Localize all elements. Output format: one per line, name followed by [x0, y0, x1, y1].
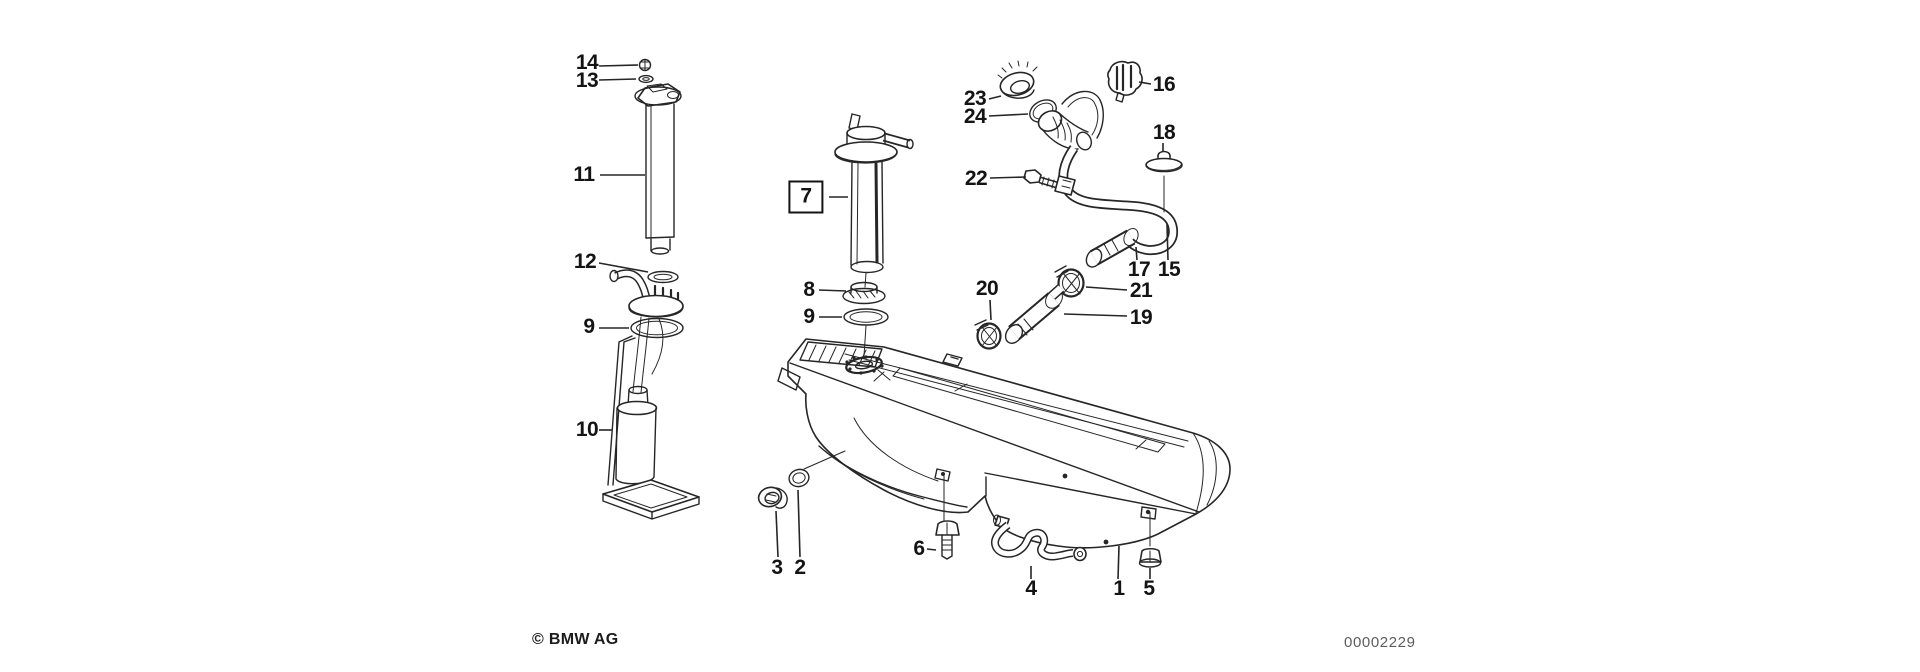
part-callout-13: 13	[575, 69, 599, 92]
part-8-seal	[842, 281, 886, 305]
part-callout-21: 21	[1129, 279, 1153, 302]
part-callout-11: 11	[573, 163, 595, 186]
part-12-seal-ring	[647, 270, 679, 284]
part-callout-4: 4	[1025, 577, 1037, 600]
part-7-fuel-sender	[834, 113, 914, 288]
part-callout-1: 1	[1113, 577, 1125, 600]
part-14-nut	[638, 58, 652, 72]
part-22-bolt-and-clip	[1023, 169, 1076, 196]
part-callout-14: 14	[575, 51, 599, 74]
part-callout-6: 6	[913, 537, 925, 560]
part-17-hose	[1085, 227, 1139, 268]
part-callout-3: 3	[771, 556, 783, 579]
part-callout-9: 9	[803, 305, 815, 328]
doc-number: 00002229	[1344, 634, 1416, 651]
part-21-hose-clamp	[1054, 265, 1085, 298]
part-callout-12: 12	[573, 250, 597, 273]
part-20-hose-clamp	[974, 319, 1002, 350]
part-6-bolt	[935, 520, 960, 560]
part-2-seal-ring	[788, 468, 810, 488]
part-callout-22: 22	[964, 167, 988, 190]
part-callout-5: 5	[1143, 577, 1155, 600]
part-callout-24: 24	[963, 105, 987, 128]
part-callout-17: 17	[1127, 258, 1151, 281]
part-callout-16: 16	[1152, 73, 1176, 96]
part-13-washer	[638, 74, 654, 84]
part-10-fuel-pump	[602, 335, 700, 520]
part-19-hose	[1004, 284, 1065, 344]
part-callout-9: 9	[583, 315, 595, 338]
part-3-drain-plug	[757, 486, 788, 509]
part-23-filler-cap	[997, 60, 1038, 99]
copyright-text: © BMW AG	[532, 631, 619, 648]
part-5-nut	[1138, 547, 1162, 568]
part-callout-23: 23	[963, 87, 987, 110]
part-callout-18: 18	[1152, 121, 1176, 144]
part-callout-15: 15	[1157, 258, 1181, 281]
part-callout-10: 10	[575, 418, 599, 441]
part-9-mid-oring	[843, 308, 889, 326]
part-callout-20: 20	[975, 277, 999, 300]
part-1-fuel-tank	[777, 325, 1231, 549]
part-18-grommet	[1145, 150, 1183, 213]
part-callout-7-highlighted: 7	[788, 180, 824, 214]
part-4-vent-hose	[991, 514, 1087, 562]
part-callout-8: 8	[803, 278, 815, 301]
part-11-level-sender-tube	[634, 83, 682, 255]
part-16-lock	[1107, 60, 1143, 103]
part-callout-19: 19	[1129, 306, 1153, 329]
part-callout-2: 2	[794, 556, 806, 579]
part-9-left-oring	[630, 317, 684, 339]
